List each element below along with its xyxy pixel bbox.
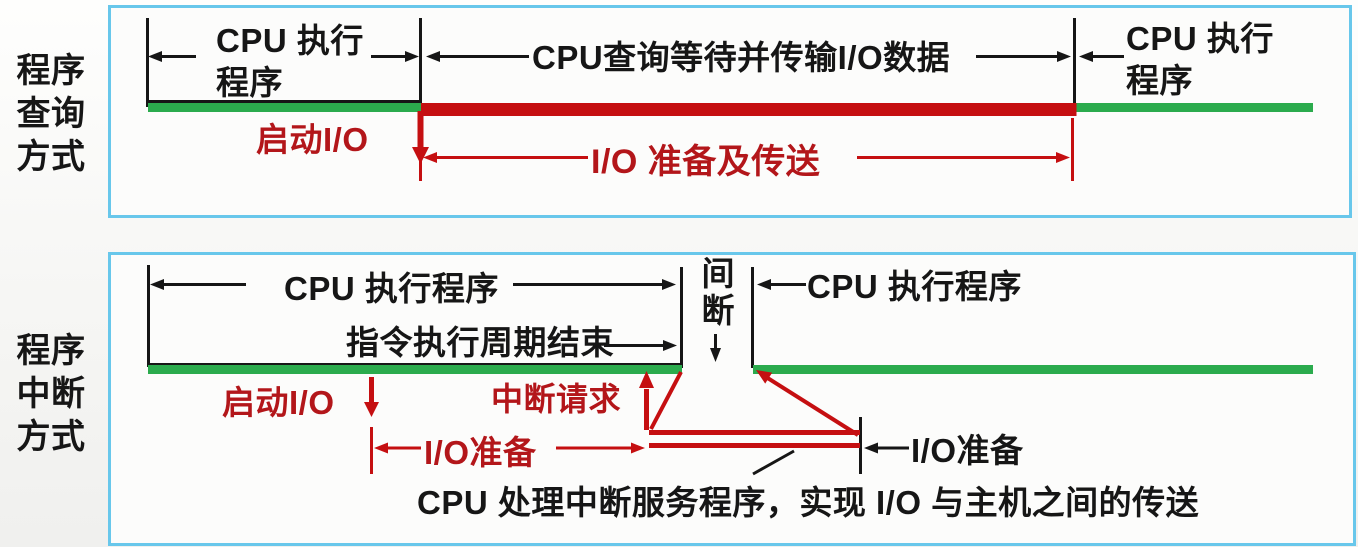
query-cpu-exec-left-label: CPU 执行 程序 [216, 20, 364, 104]
arrowhead-left-icon [757, 279, 771, 290]
arrowhead-up-icon [639, 371, 654, 388]
arrowhead-left-icon [426, 51, 440, 62]
interrupt-method-side-label: 程序 中断 方式 [12, 330, 90, 459]
query-cpu-exec-right-label: CPU 执行 程序 [1126, 18, 1274, 102]
int-interrupt-request-label: 中断请求 [491, 381, 622, 417]
label-line: CPU 执行 [216, 22, 364, 59]
side-label-line: 中断 [16, 375, 86, 413]
int-interruption-gap-label: 间断 [697, 256, 734, 330]
query-start-io-label: 启动I/O [256, 121, 369, 158]
side-label-line: 程序 [16, 52, 86, 90]
int-io-prepare-red-label: I/O准备 [424, 434, 537, 471]
arrowhead-right-icon [663, 340, 677, 351]
arrowhead-left-icon [864, 442, 878, 454]
arrowhead-right-icon [631, 442, 645, 454]
arrowhead-right-icon [662, 279, 676, 290]
int-caption-pointer-line [752, 449, 795, 476]
side-label-line: 查询 [16, 95, 86, 133]
int-instruction-cycle-end-label: 指令执行周期结束 [346, 324, 614, 361]
arrowhead-left-icon [374, 442, 388, 454]
side-label-line: 方式 [16, 418, 86, 456]
arrowhead-right-icon [405, 51, 419, 62]
query-wait-transfer-label: CPU查询等待并传输I/O数据 [532, 39, 951, 76]
query-method-side-label: 程序 查询 方式 [12, 50, 90, 179]
arrowhead-up-left-icon [756, 370, 773, 384]
arrowhead-right-icon [1057, 51, 1071, 62]
arrowhead-left-icon [150, 279, 164, 290]
int-isr-caption: CPU 处理中断服务程序，实现 I/O 与主机之间的传送 [417, 484, 1200, 521]
arrowhead-down-icon [364, 402, 379, 417]
int-red-diagonal-return-shaft [764, 375, 860, 437]
side-label-line: 程序 [16, 332, 86, 370]
label-line: 程序 [1126, 62, 1193, 99]
label-line: 程序 [216, 64, 283, 101]
arrowhead-left-icon [423, 152, 437, 163]
label-line: CPU 执行 [1126, 20, 1274, 57]
int-cpu-exec-right-label: CPU 执行程序 [807, 268, 1022, 305]
int-red-diagonal-up-left [649, 371, 683, 430]
arrowhead-right-icon [1056, 152, 1070, 163]
int-io-prepare-black-label: I/O准备 [911, 432, 1024, 469]
program-interrupt-method-panel [108, 252, 1356, 546]
int-start-io-label: 启动I/O [222, 384, 335, 421]
arrowhead-down-icon [412, 147, 429, 164]
arrowhead-down-icon [710, 348, 721, 362]
int-cpu-exec-left-label: CPU 执行程序 [284, 270, 499, 307]
side-label-line: 方式 [16, 138, 86, 176]
query-io-prep-transfer-label: I/O 准备及传送 [591, 143, 821, 181]
arrowhead-left-icon [148, 51, 162, 62]
arrowhead-left-icon [1079, 51, 1093, 62]
